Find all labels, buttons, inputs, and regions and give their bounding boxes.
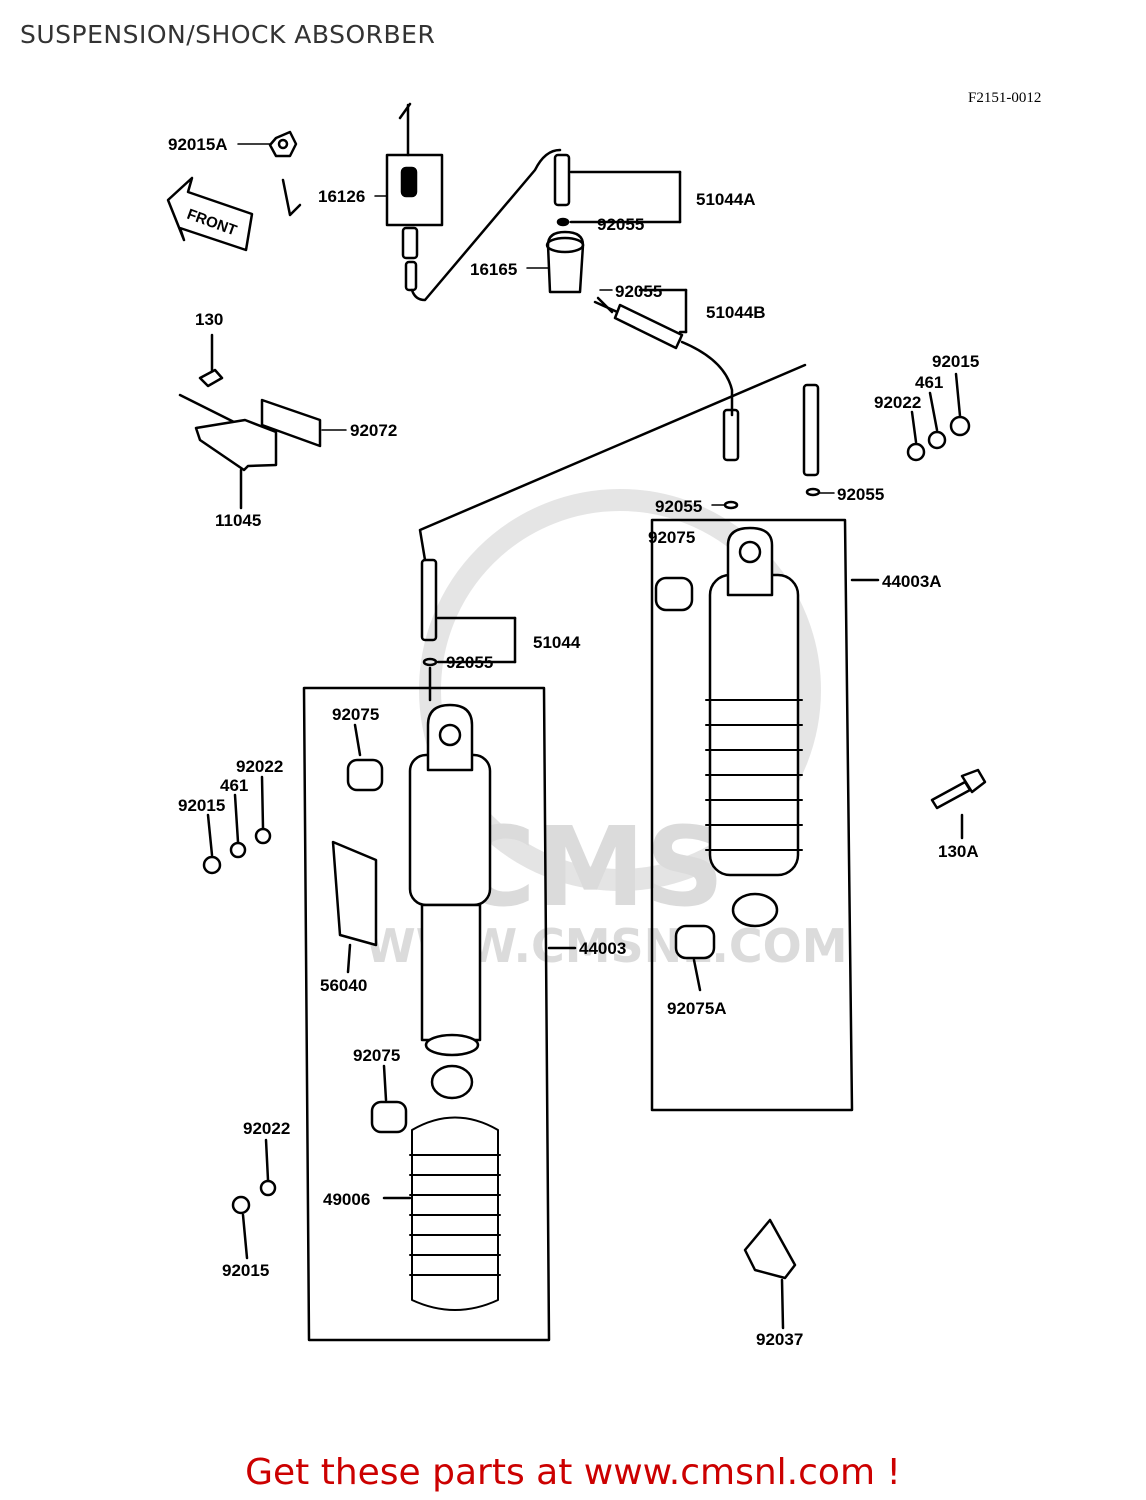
part-label[interactable]: 51044 bbox=[533, 633, 581, 652]
part-label[interactable]: 16126 bbox=[318, 187, 365, 206]
manifold-joint-icon bbox=[545, 230, 585, 294]
part-label[interactable]: 92055 bbox=[655, 497, 702, 516]
part-label[interactable]: 130A bbox=[938, 842, 979, 861]
dust-boot bbox=[409, 1116, 501, 1311]
part-label[interactable]: 92075 bbox=[332, 705, 379, 724]
clip-icon bbox=[743, 1218, 797, 1330]
part-label[interactable]: 92055 bbox=[597, 215, 644, 234]
part-label[interactable]: 11045 bbox=[215, 511, 261, 530]
bracket-assembly-icon bbox=[178, 333, 322, 510]
left-washers-icon bbox=[202, 775, 277, 1260]
part-label[interactable]: 92072 bbox=[350, 421, 397, 440]
nut-icon bbox=[268, 130, 298, 158]
part-labels: 92015A 16126 51044A 92055 16165 92055 51… bbox=[168, 135, 979, 1349]
part-label[interactable]: 92075 bbox=[353, 1046, 400, 1065]
part-label[interactable]: 92055 bbox=[615, 282, 662, 301]
part-label[interactable]: 92022 bbox=[874, 393, 921, 412]
part-label[interactable]: 92075 bbox=[648, 528, 695, 547]
part-label[interactable]: 461 bbox=[915, 373, 943, 392]
part-label[interactable]: 130 bbox=[195, 310, 223, 329]
part-label[interactable]: 92015 bbox=[222, 1261, 269, 1280]
bolt-icon bbox=[930, 768, 987, 840]
part-label[interactable]: 51044B bbox=[706, 303, 766, 322]
part-label[interactable]: 461 bbox=[220, 776, 248, 795]
left-shock-icon bbox=[302, 686, 577, 1342]
page-title: SUSPENSION/SHOCK ABSORBER bbox=[20, 20, 436, 49]
part-label[interactable]: 44003A bbox=[882, 572, 942, 591]
hose-fitting-icon bbox=[553, 153, 682, 227]
part-label[interactable]: 92075A bbox=[667, 999, 727, 1018]
part-label[interactable]: 92015 bbox=[178, 796, 225, 815]
parts-diagram: CMS WWW.CMSNL.COM bbox=[166, 102, 987, 1349]
watermark-brand: CMS bbox=[455, 803, 724, 931]
air-valve-icon bbox=[281, 102, 562, 302]
part-label[interactable]: 51044A bbox=[696, 190, 756, 209]
part-label[interactable]: 92015A bbox=[168, 135, 228, 154]
part-label[interactable]: 56040 bbox=[320, 976, 367, 995]
part-label[interactable]: 92022 bbox=[236, 757, 283, 776]
right-shock-icon bbox=[650, 518, 880, 1112]
part-label[interactable]: 16165 bbox=[470, 260, 517, 279]
front-arrow-icon bbox=[166, 176, 254, 252]
part-label[interactable]: 92037 bbox=[756, 1330, 803, 1349]
right-washers-icon bbox=[906, 372, 971, 462]
part-label[interactable]: 92055 bbox=[446, 653, 493, 672]
part-label[interactable]: 44003 bbox=[579, 939, 626, 958]
left-fitting-icon bbox=[420, 558, 517, 702]
diagram-code: F2151-0012 bbox=[968, 90, 1042, 106]
hose-b-icon bbox=[593, 288, 734, 417]
part-label[interactable]: 92055 bbox=[837, 485, 884, 504]
footer-link[interactable]: Get these parts at www.cmsnl.com ! bbox=[245, 1452, 901, 1493]
part-label[interactable]: 92015 bbox=[932, 352, 979, 371]
part-label[interactable]: 92022 bbox=[243, 1119, 290, 1138]
right-fittings-icon bbox=[418, 363, 821, 562]
part-label[interactable]: 49006 bbox=[323, 1190, 370, 1209]
